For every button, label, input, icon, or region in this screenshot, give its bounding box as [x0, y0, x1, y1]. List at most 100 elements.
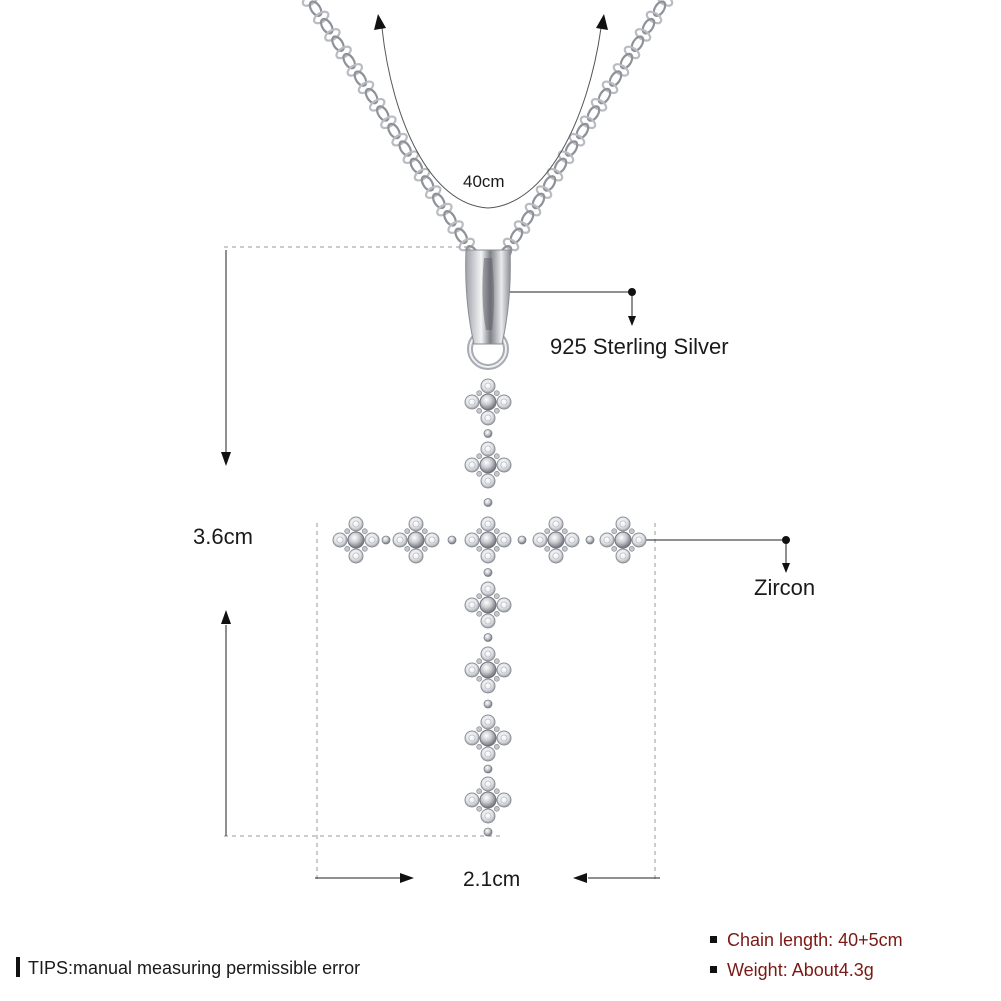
- chain-link: [612, 63, 630, 77]
- arrow-left-icon: [573, 873, 587, 883]
- necklace-chain: [301, 0, 674, 269]
- zircon-cluster: [464, 581, 512, 629]
- chain-link: [454, 227, 469, 245]
- chain-link: [652, 0, 667, 17]
- chain-link: [368, 97, 386, 112]
- bullet-square-icon: [710, 965, 717, 973]
- arrow-up-icon: [221, 610, 231, 624]
- chain-link: [436, 202, 453, 217]
- chain-link: [353, 70, 368, 87]
- chain-link: [564, 140, 579, 157]
- chain-link: [331, 35, 345, 52]
- chain-link: [335, 45, 352, 60]
- tips-text: TIPS:manual measuring permissible error: [28, 958, 361, 978]
- connector-bead: [483, 633, 493, 642]
- chain-link: [308, 0, 323, 17]
- tips-note: TIPS:manual measuring permissible error: [16, 957, 361, 979]
- connector-bead: [517, 535, 527, 545]
- zircon-cluster: [332, 516, 380, 564]
- arrow-down-icon: [221, 452, 231, 466]
- connector-bead: [483, 429, 493, 438]
- chain-link: [458, 237, 476, 252]
- chain-link: [597, 87, 612, 105]
- material-callout-dot: [628, 288, 636, 296]
- chain-link: [431, 192, 446, 210]
- chain-link: [524, 202, 542, 217]
- pendant-bail: [465, 249, 511, 370]
- connector-bead: [381, 535, 391, 545]
- zircon-cluster: [464, 378, 512, 426]
- connector-bead: [585, 535, 595, 545]
- zircon-cluster: [532, 516, 580, 564]
- stone-callout-line: [626, 539, 787, 565]
- spec-chain-length: Chain length: 40+5cm: [710, 930, 903, 951]
- arc-arrow-right: [596, 14, 608, 30]
- chain-link: [387, 122, 401, 140]
- spec-weight-text: Weight: About4.3g: [727, 960, 874, 980]
- connector-bead: [483, 498, 493, 507]
- chain-link: [645, 10, 663, 25]
- material-callout-line: [506, 291, 633, 318]
- zircon-cluster: [464, 441, 512, 489]
- chain-link: [656, 0, 674, 7]
- chain-link: [319, 17, 334, 35]
- zircon-cluster: [464, 776, 512, 824]
- connector-bead: [483, 699, 493, 709]
- height-label: 3.6cm: [193, 524, 253, 549]
- chain-link: [553, 157, 568, 175]
- spec-chain-length-text: Chain length: 40+5cm: [727, 930, 903, 950]
- chain-link: [424, 185, 442, 199]
- chain-link: [535, 185, 553, 199]
- chain-link: [375, 105, 390, 122]
- cross-pendant: [332, 378, 647, 837]
- stone-callout-dot: [782, 536, 790, 544]
- chain-link: [342, 52, 357, 70]
- spec-weight: Weight: About4.3g: [710, 960, 874, 981]
- chain-length-label: 40cm: [463, 172, 505, 191]
- chain-link: [357, 80, 375, 95]
- zircon-cluster: [464, 516, 512, 564]
- chain-link: [346, 63, 364, 77]
- chain-link: [630, 35, 645, 52]
- chain-link: [502, 237, 520, 252]
- chain-link: [312, 10, 330, 25]
- chain-link: [619, 52, 634, 70]
- chain-link: [509, 227, 524, 245]
- zircon-cluster: [464, 714, 512, 762]
- chain-link: [579, 115, 597, 130]
- chain-link: [447, 220, 464, 234]
- connector-bead: [447, 535, 457, 545]
- chain-link: [420, 175, 435, 192]
- chain-link: [586, 105, 601, 122]
- zircon-cluster: [599, 516, 647, 564]
- connector-bead: [483, 764, 493, 774]
- chain-link: [364, 87, 379, 105]
- chain-link: [409, 157, 424, 175]
- chain-link: [380, 115, 397, 130]
- connector-bead: [483, 568, 493, 577]
- chain-link: [590, 97, 608, 112]
- zircon-cluster: [392, 516, 440, 564]
- material-callout-arrow: [628, 316, 636, 326]
- material-label: 925 Sterling Silver: [550, 334, 729, 359]
- connector-bead: [483, 827, 493, 837]
- chain-link: [641, 17, 656, 35]
- stone-callout-arrow: [782, 563, 790, 573]
- chain-link: [443, 210, 457, 227]
- stone-label: Zircon: [754, 575, 816, 600]
- chain-link: [557, 150, 575, 165]
- zircon-cluster: [464, 646, 512, 694]
- chain-link: [301, 0, 319, 7]
- chain-link: [634, 28, 652, 42]
- guide-lines: [224, 246, 656, 880]
- chain-link: [520, 210, 535, 227]
- chain-loop-arc: [381, 27, 602, 209]
- chain-link: [542, 175, 557, 192]
- chain-link: [513, 220, 531, 234]
- chain-link: [398, 140, 413, 157]
- chain-link: [391, 132, 408, 147]
- tips-bar-icon: [16, 957, 20, 978]
- chain-link: [601, 80, 619, 95]
- chain-link: [623, 45, 641, 60]
